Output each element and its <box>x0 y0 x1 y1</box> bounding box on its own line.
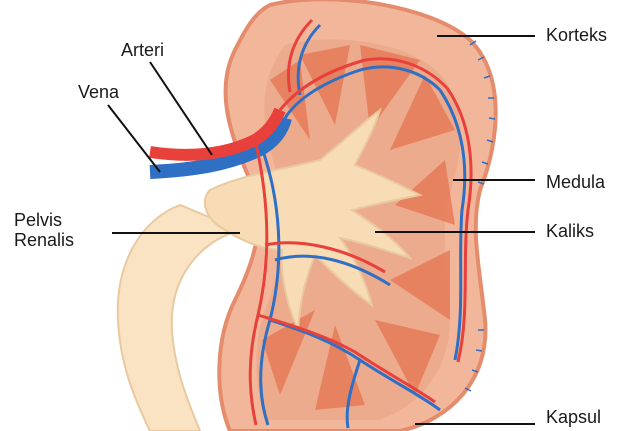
label-pelvis-line2: Renalis <box>14 230 74 250</box>
label-kaliks: Kaliks <box>546 221 594 241</box>
label-kapsul: Kapsul <box>546 407 601 427</box>
label-pelvis-renalis: Pelvis Renalis <box>14 210 74 250</box>
label-korteks: Korteks <box>546 25 607 45</box>
label-medula: Medula <box>546 172 605 192</box>
label-vena: Vena <box>78 82 119 102</box>
label-arteri: Arteri <box>121 40 164 60</box>
label-pelvis-line1: Pelvis <box>14 210 74 230</box>
